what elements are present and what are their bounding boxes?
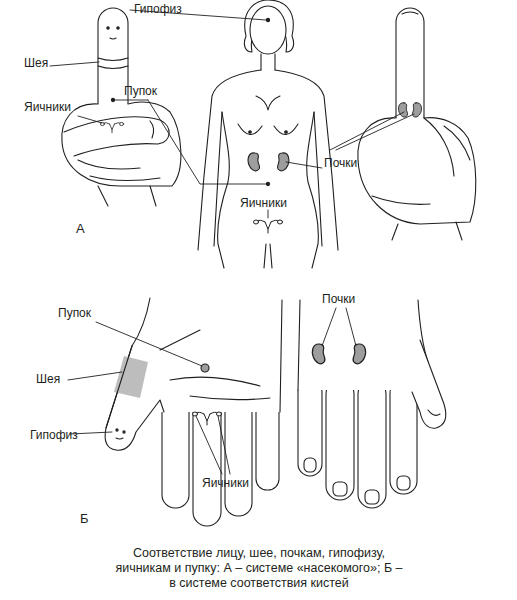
nail: [333, 482, 347, 496]
finger-fist-a: [62, 8, 181, 206]
neck: [261, 54, 275, 70]
thumb: [105, 346, 164, 450]
mouth: [116, 438, 123, 439]
finger-crease: [78, 160, 160, 181]
finger-crease: [424, 118, 470, 176]
leader-line: [322, 308, 356, 346]
part-label: Пупок: [124, 84, 157, 98]
eye: [107, 27, 109, 29]
navel-point: [266, 182, 269, 185]
nipple: [285, 131, 288, 134]
part-label: Яичники: [24, 100, 71, 114]
fist: [358, 118, 476, 224]
part-label: Шея: [24, 56, 48, 70]
nail: [304, 458, 316, 472]
ovaries-symbol: [254, 220, 283, 233]
finger: [326, 380, 354, 500]
collarbone: [256, 96, 280, 110]
kidney: [398, 103, 407, 117]
leader-line: [50, 62, 99, 66]
nipple: [249, 131, 252, 134]
eye: [117, 27, 119, 29]
palm-fill: [138, 294, 282, 412]
thumb: [412, 340, 446, 428]
neck-zone: [114, 356, 148, 398]
navel-point: [201, 364, 209, 372]
kidney: [353, 344, 366, 364]
woman-figure: [198, 0, 338, 268]
palm-crease: [160, 330, 270, 400]
wrist: [392, 222, 462, 240]
nail: [150, 121, 154, 138]
eye: [123, 431, 125, 433]
finger: [298, 380, 322, 476]
leader-line: [196, 416, 230, 474]
kidney: [248, 153, 259, 171]
leader-line: [114, 100, 266, 184]
part-label: Яичники: [202, 476, 249, 490]
kidney: [312, 344, 325, 364]
part-label: Почки: [324, 156, 357, 170]
leader-line: [78, 116, 102, 123]
thumb-crease: [372, 196, 430, 204]
caption: Соответствие лицу, шее, почкам, гипофизу…: [112, 546, 406, 591]
part-label: Гипофиз: [134, 2, 182, 16]
panel-letter: Б: [80, 512, 89, 526]
leader-line: [68, 372, 122, 380]
panel-letter: А: [76, 222, 85, 236]
eye: [116, 429, 118, 431]
nail: [397, 476, 410, 490]
finger: [390, 380, 417, 494]
nail: [402, 12, 418, 14]
mouth: [110, 38, 116, 39]
part-label: Гипофиз: [30, 428, 78, 442]
fist: [62, 102, 181, 186]
legs: [264, 244, 272, 268]
torso-left: [218, 112, 230, 268]
neck-band: [98, 58, 128, 61]
kidney: [412, 103, 421, 117]
finger: [358, 380, 386, 508]
hand-fill: [298, 296, 420, 390]
neck-band: [98, 66, 128, 69]
leader-lines: [50, 10, 414, 474]
part-label: Яичники: [240, 196, 287, 210]
nail: [428, 410, 440, 415]
thumb: [64, 117, 169, 156]
ovaries-symbol: [100, 122, 123, 132]
finger-fist-a-right: [358, 8, 476, 240]
wrist: [98, 186, 156, 206]
hand-side: [298, 300, 428, 390]
part-label: Шея: [36, 372, 60, 386]
leader-line: [96, 322, 202, 366]
palm-hand-b: [105, 294, 282, 526]
leader-line: [268, 210, 269, 218]
part-label: Почки: [322, 292, 355, 306]
pituitary-point: [266, 18, 270, 22]
breasts: [238, 124, 298, 135]
thumb-edge: [106, 346, 132, 428]
part-label: Пупок: [58, 306, 91, 320]
nail: [365, 490, 379, 504]
head: [250, 6, 286, 54]
back-hand-b: [298, 296, 446, 508]
torso-right: [307, 112, 319, 268]
